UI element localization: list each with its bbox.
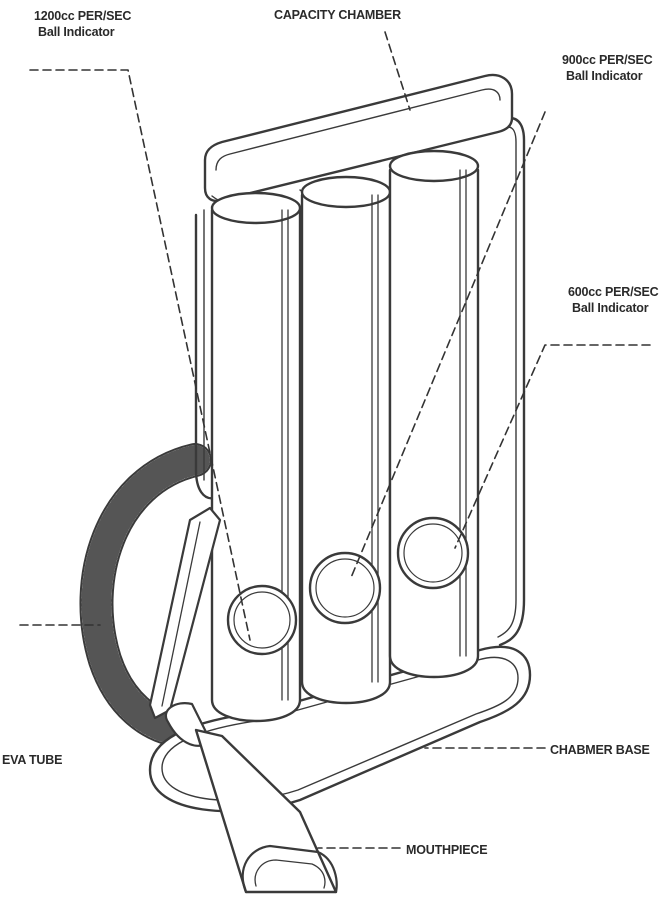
label-chamber-base-text: CHABMER BASE (550, 743, 650, 757)
eva-tube-drawing (79, 443, 212, 747)
leader-capacity (384, 31, 411, 111)
label-eva-tube: EVA TUBE (2, 752, 62, 768)
leader-lines (19, 31, 651, 849)
label-900-indicator: 900cc PER/SEC Ball Indicator (562, 52, 653, 84)
label-1200-line2: Ball Indicator (38, 25, 115, 39)
label-eva-tube-text: EVA TUBE (2, 753, 63, 767)
cylinder-600-drawing (388, 149, 480, 679)
cylinder-1200-drawing (210, 191, 302, 723)
label-900-line1: 900cc PER/SEC (562, 53, 653, 67)
label-900-line2: Ball Indicator (566, 69, 643, 83)
label-1200-line1: 1200cc PER/SEC (34, 9, 132, 23)
label-mouthpiece: MOUTHPIECE (406, 842, 488, 858)
label-600-indicator: 600cc PER/SEC Ball Indicator (568, 284, 659, 316)
back-frame-drawing (194, 116, 526, 647)
cylinder-900-drawing (300, 175, 392, 705)
leader-900 (349, 111, 546, 581)
tube-connector-drawing (148, 506, 222, 720)
label-600-line1: 600cc PER/SEC (568, 285, 659, 299)
leader-600 (454, 344, 651, 549)
leader-1200 (29, 69, 251, 641)
label-600-line2: Ball Indicator (572, 301, 649, 315)
label-capacity-chamber-text: CAPACITY CHAMBER (274, 8, 401, 22)
mouthpiece-drawing (164, 702, 338, 894)
label-1200-indicator: 1200cc PER/SEC Ball Indicator (34, 8, 131, 40)
label-mouthpiece-text: MOUTHPIECE (406, 843, 488, 857)
label-chamber-base: CHABMER BASE (550, 742, 650, 758)
label-capacity-chamber: CAPACITY CHAMBER (274, 7, 401, 23)
